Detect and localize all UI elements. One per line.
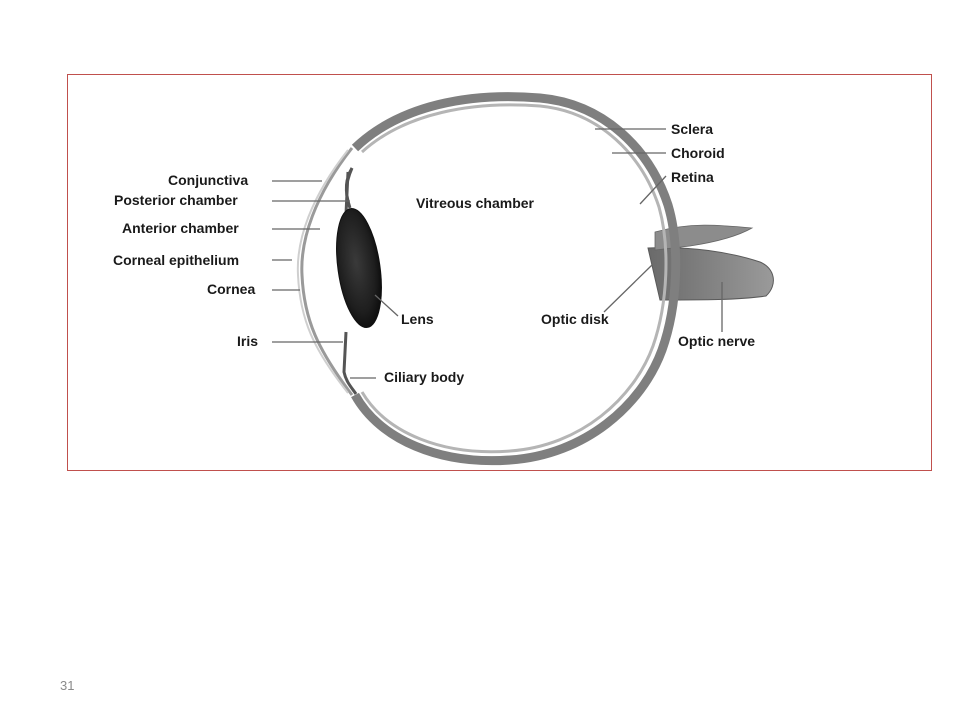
leader-optic-disk [603,264,653,313]
label-cornea: Cornea [207,281,255,297]
lens-shape [336,208,382,328]
iris-upper-shape [344,167,354,215]
corneal-epithelium-shape [296,149,349,394]
label-lens: Lens [401,311,434,327]
label-corneal-epithelium: Corneal epithelium [113,252,239,268]
iris-lower-shape [342,331,358,395]
leader-lens [374,294,399,317]
label-optic-disk: Optic disk [541,311,609,327]
sclera-shape [351,92,681,466]
label-posterior-chamber: Posterior chamber [114,192,238,208]
label-ciliary-body: Ciliary body [384,369,464,385]
figure-frame [67,74,932,471]
label-retina: Retina [671,169,714,185]
leader-retina [639,175,667,205]
label-sclera: Sclera [671,121,713,137]
choroid-shape [360,103,668,454]
label-iris: Iris [237,333,258,349]
label-choroid: Choroid [671,145,725,161]
label-vitreous-chamber: Vitreous chamber [416,195,535,211]
label-anterior-chamber: Anterior chamber [122,220,239,236]
label-optic-nerve: Optic nerve [678,333,755,349]
page-number: 31 [60,678,75,693]
cornea-shape [300,147,354,396]
label-conjunctiva: Conjunctiva [168,172,248,188]
